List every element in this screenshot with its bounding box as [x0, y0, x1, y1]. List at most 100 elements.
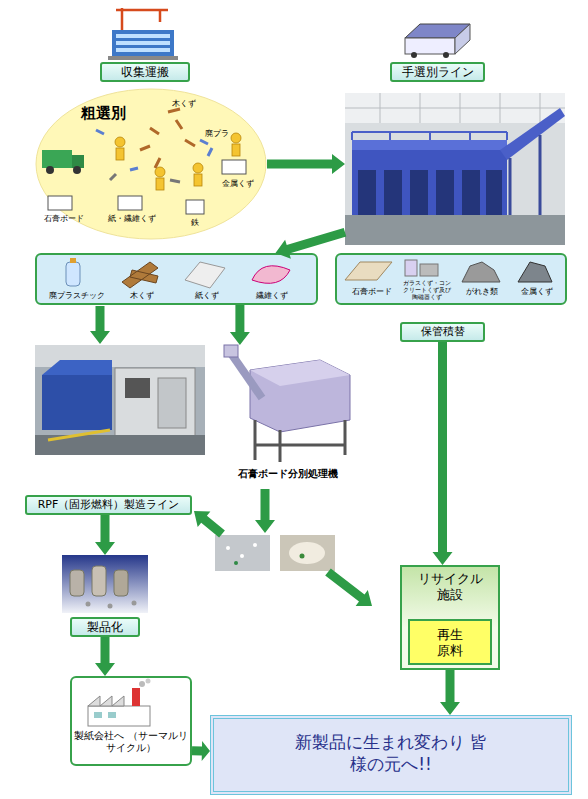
opening	[358, 170, 376, 215]
panel	[158, 378, 186, 428]
material-box: 再生 原料	[408, 619, 492, 665]
node-text: リサイクル 施設	[415, 571, 485, 602]
crusher	[42, 375, 112, 430]
category-icons-right	[345, 260, 552, 282]
platform	[352, 150, 507, 215]
building-window	[116, 41, 170, 45]
node-text: 保管積替	[402, 324, 483, 340]
smoke	[139, 681, 145, 687]
machine-top	[250, 360, 350, 386]
factory-body	[88, 706, 150, 726]
result-box: 新製品に生まれ変わり 皆様の元へ!!	[210, 715, 572, 795]
node-text: 石膏ボード	[346, 287, 398, 297]
node-text: 製紙会社へ （サーマルリサイクル）	[72, 730, 190, 754]
photo-bg	[35, 345, 205, 455]
stage-label: 収集運搬	[100, 62, 190, 82]
sorting-illustration	[42, 109, 246, 214]
gypsum-icon	[345, 262, 392, 280]
wheel	[443, 52, 449, 58]
opening	[384, 170, 402, 215]
ellipse-outline	[35, 88, 267, 240]
wood-icon	[122, 262, 158, 288]
node-text: 紙くず	[174, 291, 240, 301]
conveyor	[500, 108, 565, 160]
stand	[255, 420, 345, 462]
node-text: 石膏ボード分別処理機	[215, 468, 360, 480]
glass-icon	[405, 260, 417, 276]
textile-icon	[252, 266, 290, 284]
worker-head	[155, 167, 165, 177]
worker-body	[194, 174, 202, 186]
ground	[108, 56, 178, 60]
baskets	[48, 160, 246, 214]
process-label: RPF（固形燃料）製造ライン	[25, 495, 192, 515]
grain	[234, 561, 238, 565]
rpf-pellet	[86, 602, 91, 607]
grain	[226, 546, 230, 550]
basket	[222, 160, 246, 174]
basket	[48, 196, 72, 210]
flow-arrow	[230, 305, 250, 345]
basket	[186, 200, 204, 214]
photo-bg	[345, 93, 565, 245]
ellipse-shape	[36, 89, 266, 239]
category-box: 石膏ボードガラスくず・コンクリートくず及び陶磁器くずがれき類金属くず	[335, 253, 567, 305]
debris-plastic	[96, 130, 212, 170]
debris-metal	[110, 174, 180, 182]
flow-arrow	[194, 511, 225, 538]
hopper	[42, 360, 112, 375]
grain	[300, 554, 305, 559]
railing	[352, 132, 507, 140]
bottle-cap	[70, 258, 76, 263]
product-photo	[62, 555, 148, 613]
machine-node: 石膏ボード分別処理機	[215, 345, 360, 487]
worker-head	[193, 163, 203, 173]
node-text: 粗選別	[71, 104, 135, 122]
node-text: ガラスくず・コンクリートくず及び陶磁器くず	[401, 279, 453, 301]
flow-arrow	[433, 342, 453, 565]
bottle-icon	[66, 262, 80, 286]
solar-roof	[405, 24, 470, 38]
node-text: RPF（固形燃料）製造ライン	[27, 497, 190, 513]
screw-feeder	[230, 352, 262, 398]
plant-side	[455, 24, 470, 54]
building-icon	[108, 8, 178, 60]
floor	[345, 215, 565, 245]
chimney	[132, 688, 140, 706]
powder	[289, 542, 325, 564]
flow-arrow	[276, 228, 347, 259]
grain	[240, 554, 244, 558]
category-icons-left	[66, 258, 290, 288]
metal-icon	[518, 262, 552, 282]
flow-arrow	[255, 489, 275, 533]
crane	[116, 8, 168, 30]
panel	[125, 378, 150, 398]
recycle-box: リサイクル 施設再生 原料	[400, 565, 500, 670]
opening	[410, 170, 428, 215]
photo-bg	[215, 345, 360, 465]
flow-arrow	[440, 670, 460, 715]
factory-window	[108, 712, 116, 718]
node-text: 製品化	[70, 617, 140, 637]
plant-wall	[405, 38, 455, 54]
paper-icon	[185, 262, 225, 288]
basket	[118, 196, 142, 210]
worker-head	[115, 137, 125, 147]
rpf-pellet	[92, 566, 106, 596]
sample-photos	[215, 535, 335, 571]
gypsum-machine-photo	[215, 345, 360, 465]
platform-top	[352, 140, 507, 150]
opening	[462, 170, 480, 215]
debris-wood	[140, 109, 195, 168]
wheel	[411, 52, 417, 58]
grain	[253, 543, 257, 547]
opening	[436, 170, 454, 215]
flow-arrow	[192, 741, 210, 761]
rpf-machine-photo	[35, 345, 205, 455]
photo-node: 手選別ライン	[345, 62, 565, 245]
conveyor	[48, 430, 110, 440]
rpf-pellet	[132, 601, 137, 606]
rpf-pellet	[108, 604, 113, 609]
machine-body	[250, 360, 350, 432]
